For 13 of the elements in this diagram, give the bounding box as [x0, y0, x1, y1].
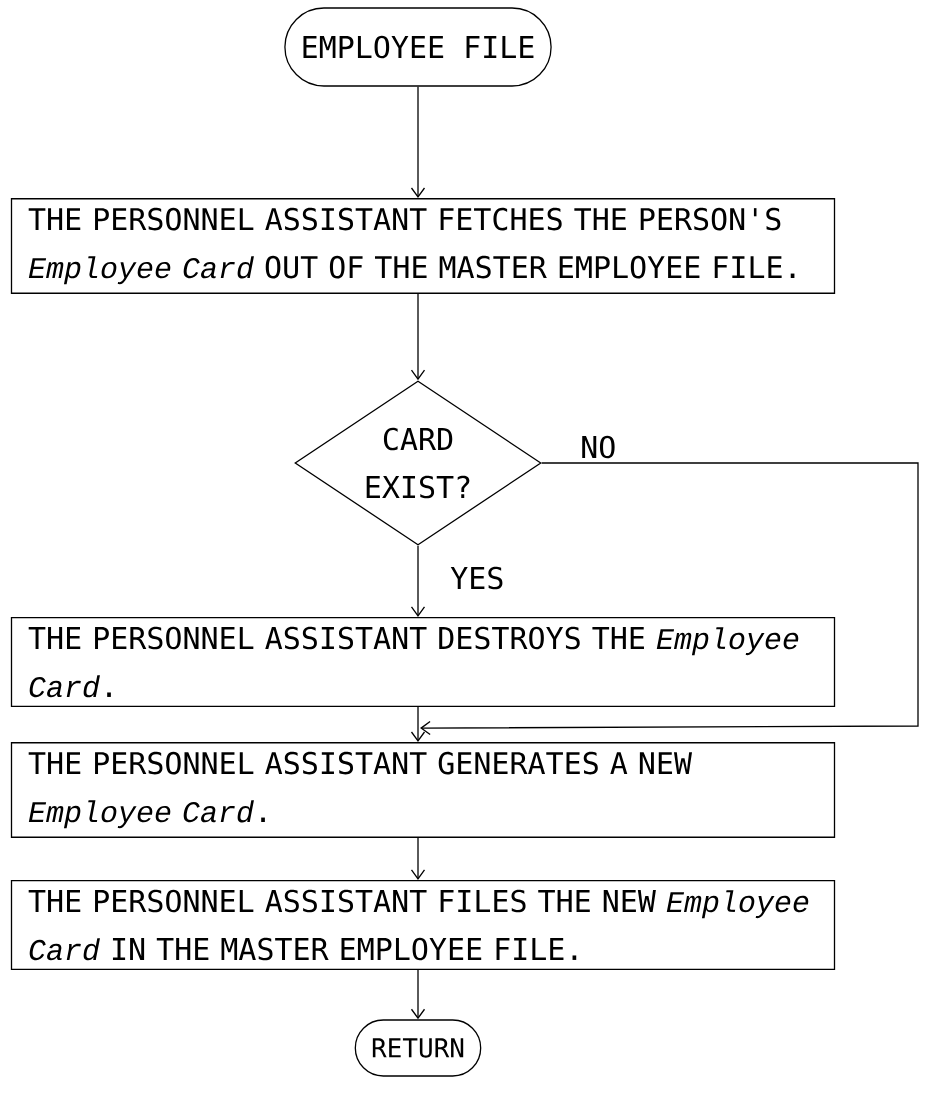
- process-box: THE PERSONNEL ASSISTANT GENERATES A NEW Employee Card.: [10, 742, 836, 838]
- arrow: [410, 545, 426, 618]
- arrow: [410, 706, 426, 743]
- arrow: [420, 462, 919, 736]
- arrow: [410, 293, 426, 381]
- arrow: [410, 86, 426, 199]
- process-box: THE PERSONNEL ASSISTANT DESTROYS THE Employee Card.: [10, 617, 836, 707]
- arrow: [410, 837, 426, 880]
- arrow: [410, 969, 426, 1020]
- edge-label: YES: [448, 564, 507, 592]
- edge-label: NO: [578, 433, 619, 461]
- process-box: THE PERSONNEL ASSISTANT FETCHES THE PERSON'S Employee Card OUT OF THE MASTER EMPLOYEE FILE.: [10, 198, 836, 294]
- process-box: THE PERSONNEL ASSISTANT FILES THE NEW Employee Card IN THE MASTER EMPLOYEE FILE.: [10, 880, 836, 970]
